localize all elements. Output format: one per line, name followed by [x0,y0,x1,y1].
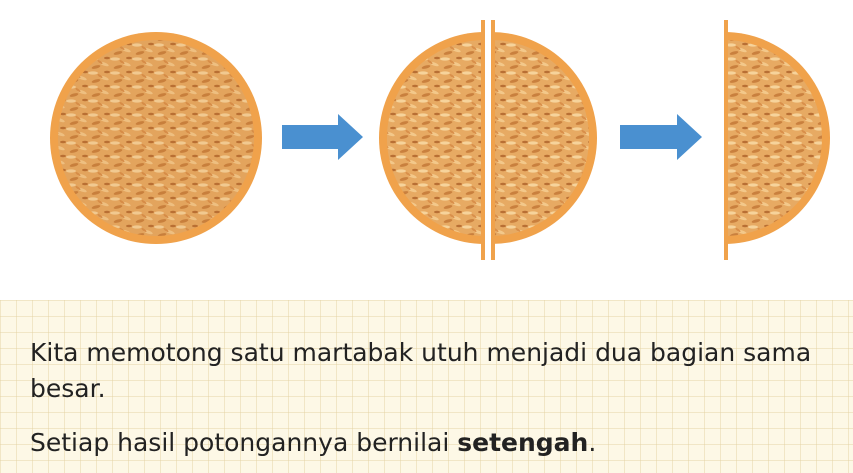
caption-sentence-2-prefix: Setiap hasil potongannya bernilai [30,428,458,457]
caption-panel: Kita memotong satu martabak utuh menjadi… [0,300,853,473]
two-halves-icon [379,20,597,260]
caption-sentence-2: Setiap hasil potongannya bernilai seteng… [30,425,830,461]
arrow-right-icon [282,114,363,160]
half-martabak-icon [724,20,830,260]
right-half-martabak [491,20,597,260]
whole-martabak-icon [50,32,262,244]
arrow-right-icon [620,114,702,160]
caption-sentence-1: Kita memotong satu martabak utuh menjadi… [30,338,812,403]
caption-highlight-word: setengah [457,428,589,457]
martabak-illustration [50,20,830,260]
left-half-martabak [379,20,485,260]
caption-sentence-2-suffix: . [588,428,597,457]
